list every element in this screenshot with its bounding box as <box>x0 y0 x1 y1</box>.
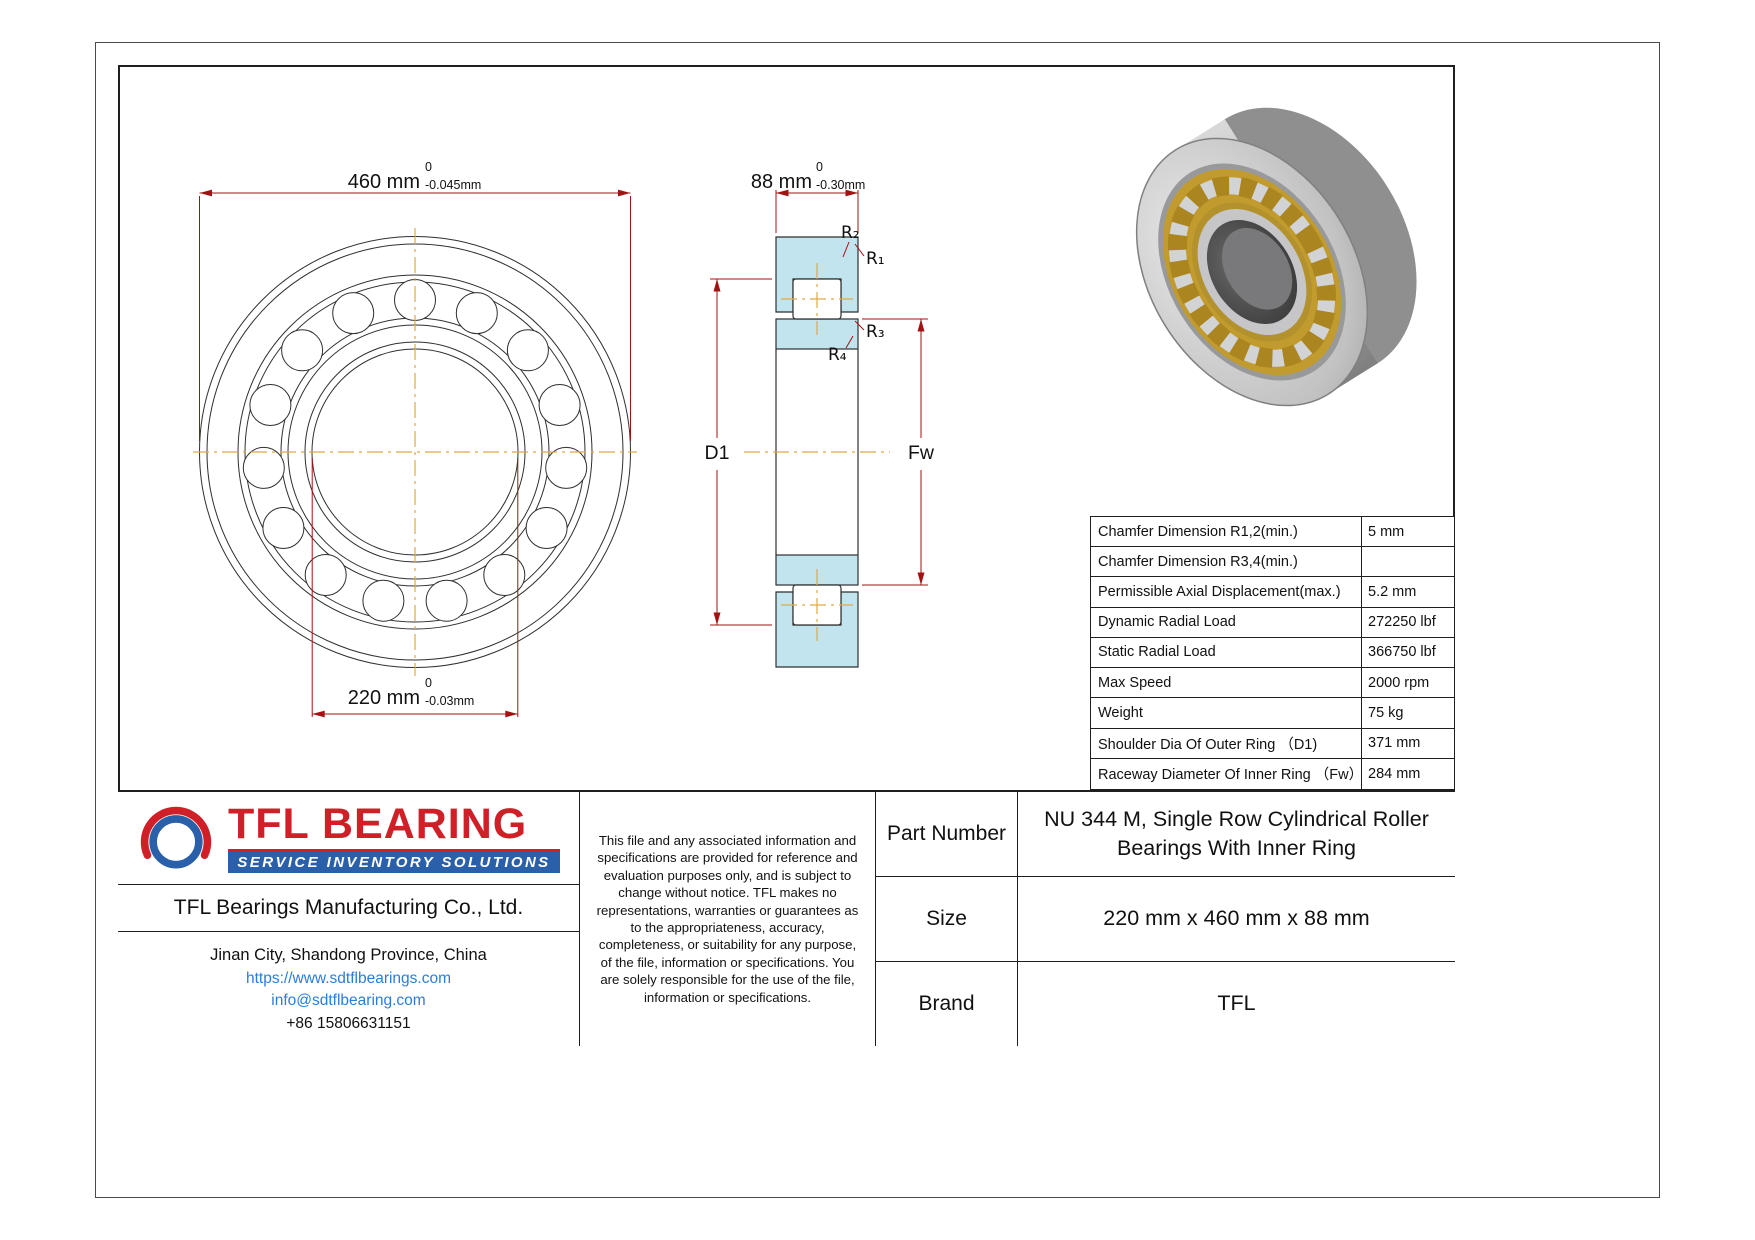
company-address: Jinan City, Shandong Province, China htt… <box>118 932 579 1046</box>
label-r2: R₂ <box>841 223 860 243</box>
dimension-outer-diameter: 460 mm 0 -0.045mm <box>199 160 631 441</box>
spec-label: Chamfer Dimension R3,4(min.) <box>1091 547 1362 577</box>
dim-460-tol-lower: -0.045mm <box>425 178 481 192</box>
spec-value: 284 mm <box>1368 765 1421 782</box>
dim-88-tol-upper: 0 <box>816 160 823 174</box>
spec-row: Max Speed 2000 rpm <box>1091 668 1454 699</box>
dimension-bore-diameter: 220 mm 0 -0.03mm <box>311 458 519 718</box>
bearing-3d-render <box>1135 107 1417 407</box>
label-r4: R₄ <box>828 345 847 365</box>
spec-value: 366750 lbf <box>1368 644 1436 661</box>
spec-label: Weight <box>1091 698 1362 728</box>
spec-row: Shoulder Dia Of Outer Ring （D1) 371 mm <box>1091 728 1454 759</box>
bearing-section-view: 88 mm 0 -0.30mm D1 <box>705 160 935 668</box>
disclaimer-text: This file and any associated information… <box>580 792 876 1046</box>
spec-table: Chamfer Dimension R1,2(min.) 5 mm Chamfe… <box>1090 516 1455 790</box>
dim-220-tol-lower: -0.03mm <box>425 694 474 708</box>
spec-label: Max Speed <box>1091 668 1362 698</box>
spec-row: Static Radial Load 366750 lbf <box>1091 637 1454 669</box>
spec-label: Shoulder Dia Of Outer Ring （D1) <box>1091 728 1362 758</box>
spec-value: 75 kg <box>1368 704 1404 721</box>
field-label-size: Size <box>876 877 1018 962</box>
address-line: Jinan City, Shandong Province, China <box>210 946 487 965</box>
field-label-part-number: Part Number <box>876 792 1018 877</box>
spec-label: Static Radial Load <box>1091 637 1362 668</box>
dim-220-tol-upper: 0 <box>425 676 432 690</box>
spec-row: Dynamic Radial Load 272250 lbf <box>1091 607 1454 638</box>
dim-460-value: 460 mm <box>348 171 420 193</box>
dimension-fw: Fw <box>862 318 935 586</box>
page-border <box>95 42 1660 1198</box>
cage-bars <box>1167 176 1337 368</box>
spec-value: 2000 rpm <box>1368 674 1430 691</box>
spec-label: Chamfer Dimension R1,2(min.) <box>1091 517 1362 547</box>
spec-label: Raceway Diameter Of Inner Ring （Fw） <box>1091 758 1363 789</box>
spec-row: Raceway Diameter Of Inner Ring （Fw） 284 … <box>1091 758 1454 789</box>
label-d1: D1 <box>705 442 730 464</box>
dim-460-tol-upper: 0 <box>425 160 432 174</box>
logo-wordmark: TFL BEARING <box>228 800 528 848</box>
spec-value: 371 mm <box>1368 735 1421 752</box>
spec-row: Weight 75 kg <box>1091 698 1454 729</box>
front-view-centerlines <box>193 228 637 676</box>
label-fw: Fw <box>908 442 935 464</box>
tfl-logo-icon <box>140 806 212 869</box>
dimension-width: 88 mm 0 -0.30mm <box>751 160 865 233</box>
dim-88-value: 88 mm <box>751 171 812 193</box>
field-value-part-number: NU 344 M, Single Row Cylindrical Roller … <box>1018 792 1455 877</box>
dim-220-value: 220 mm <box>348 687 420 709</box>
label-r1: R₁ <box>866 249 885 269</box>
spec-value: 272250 lbf <box>1368 614 1436 631</box>
spec-row: Permissible Axial Displacement(max.) 5.2… <box>1091 577 1454 608</box>
spec-row: Chamfer Dimension R3,4(min.) <box>1091 547 1454 578</box>
phone-number: +86 15806631151 <box>286 1014 411 1032</box>
email-link[interactable]: info@sdtflbearing.com <box>271 992 426 1010</box>
title-block: TFL BEARING SERVICE INVENTORY SOLUTIONS … <box>118 790 1455 1046</box>
spec-label: Permissible Axial Displacement(max.) <box>1091 577 1362 607</box>
logo-tagline: SERVICE INVENTORY SOLUTIONS <box>228 849 560 873</box>
company-panel: TFL BEARING SERVICE INVENTORY SOLUTIONS … <box>118 792 580 1046</box>
spec-label: Dynamic Radial Load <box>1091 607 1362 637</box>
field-value-size: 220 mm x 460 mm x 88 mm <box>1018 877 1455 962</box>
section-centerlines <box>744 263 890 641</box>
field-label-brand: Brand <box>876 962 1018 1046</box>
dim-88-tol-lower: -0.30mm <box>816 178 865 192</box>
spec-value: 5 mm <box>1368 523 1405 540</box>
company-name: TFL Bearings Manufacturing Co., Ltd. <box>118 885 579 932</box>
spec-row: Chamfer Dimension R1,2(min.) 5 mm <box>1091 517 1454 548</box>
spec-value <box>1362 547 1454 576</box>
spec-value: 5.2 mm <box>1368 584 1417 601</box>
logo-text: TFL BEARING SERVICE INVENTORY SOLUTIONS <box>228 803 560 873</box>
website-link[interactable]: https://www.sdtflbearings.com <box>245 969 452 987</box>
dimension-d1: D1 <box>705 278 772 626</box>
label-r3: R₃ <box>866 322 885 342</box>
logo-row: TFL BEARING SERVICE INVENTORY SOLUTIONS <box>118 792 579 885</box>
field-value-brand: TFL <box>1217 991 1256 1016</box>
chamfer-labels: R₂ R₁ R₃ R₄ <box>828 223 885 365</box>
